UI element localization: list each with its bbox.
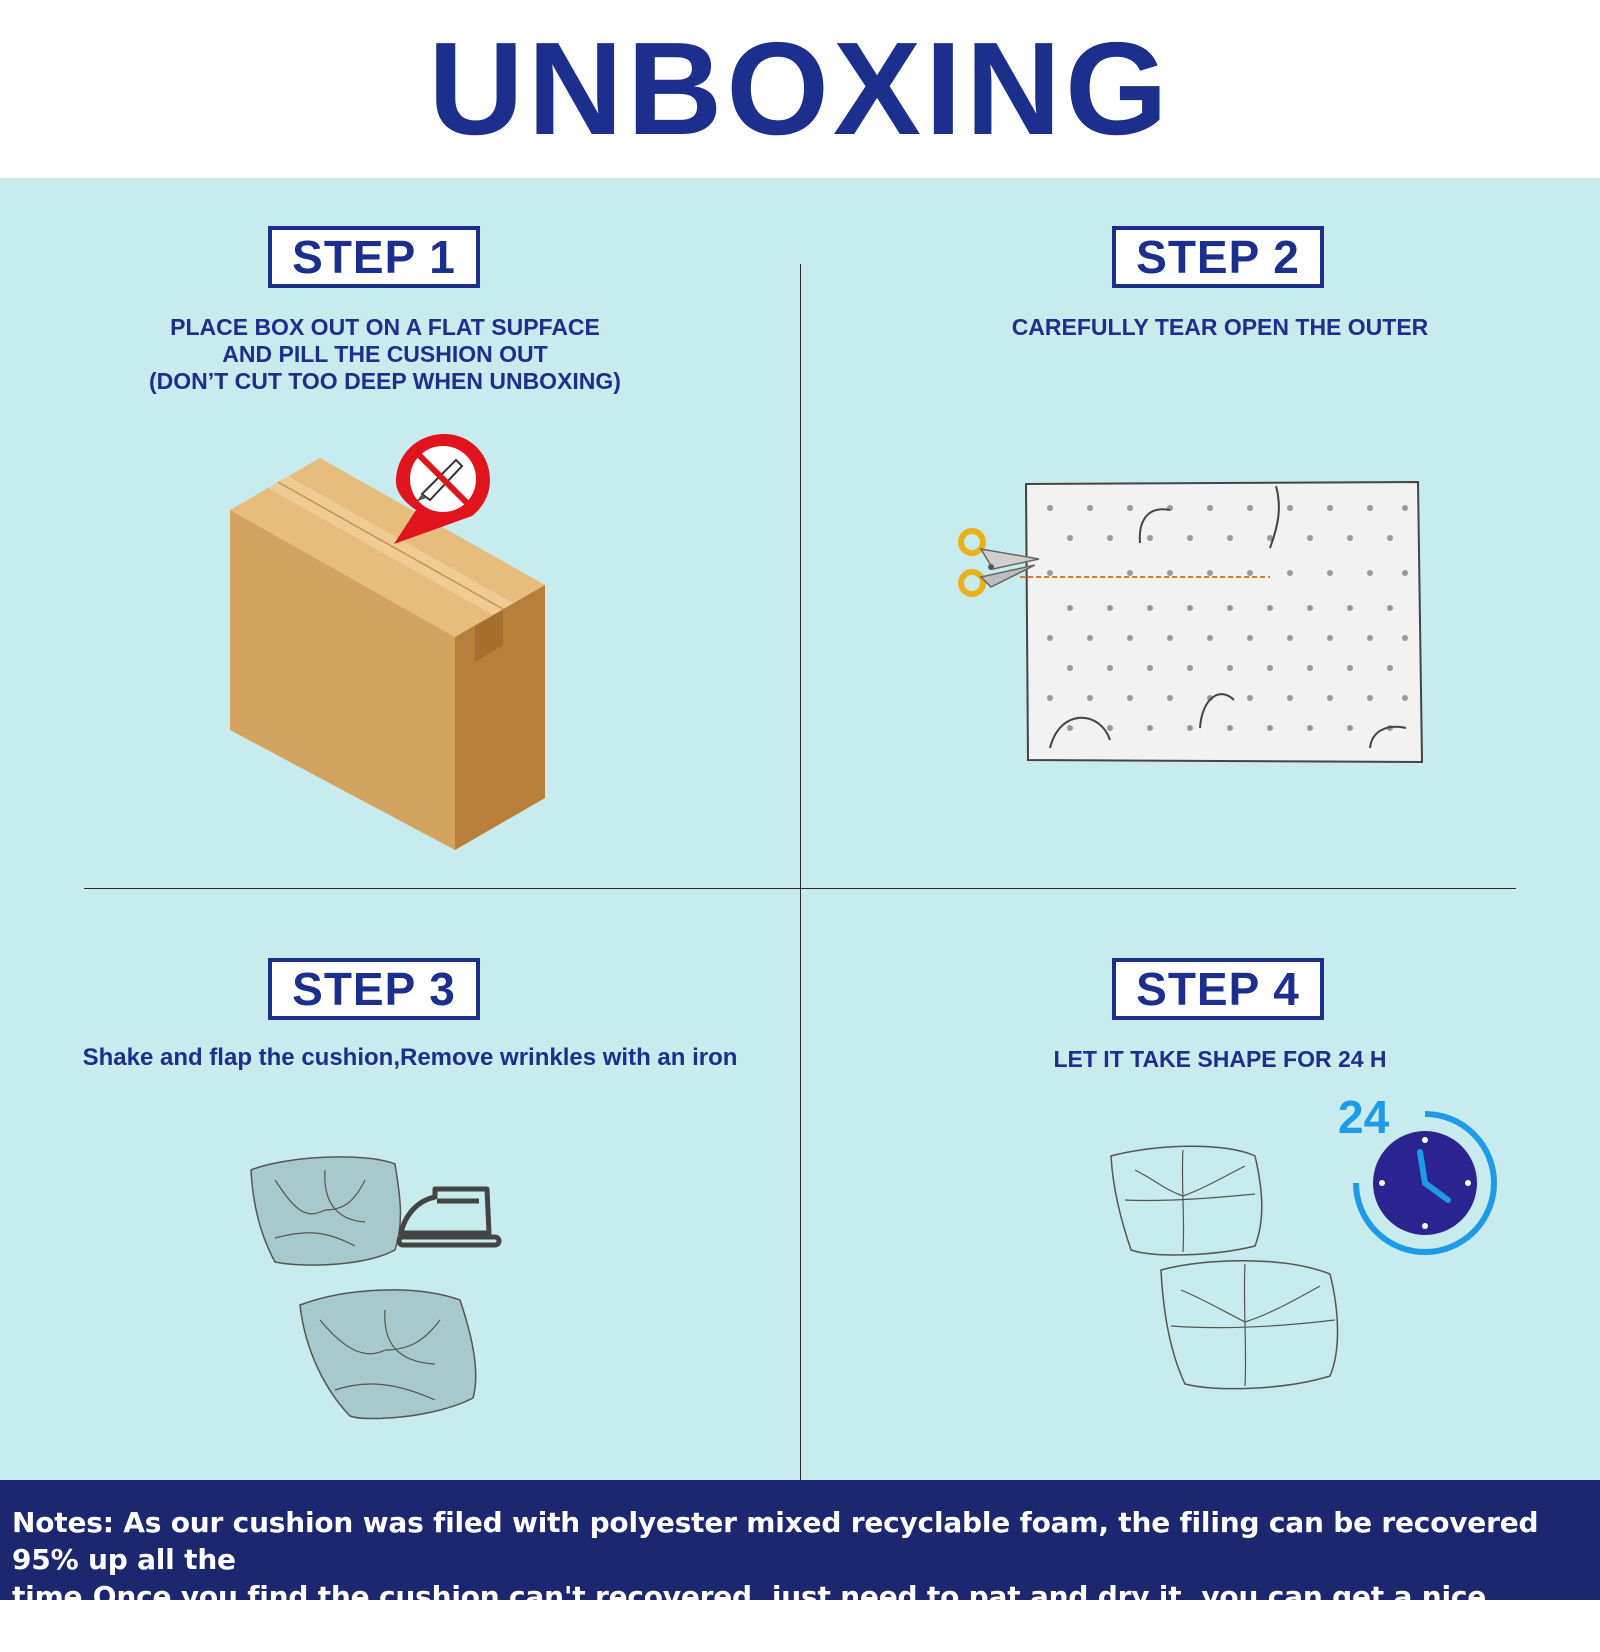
- step-1-description: PLACE BOX OUT ON A FLAT SUPFACE AND PILL…: [100, 314, 670, 395]
- page-title: UNBOXING: [428, 15, 1172, 162]
- cardboard-box-illustration: [230, 458, 545, 850]
- step-4-description: LET IT TAKE SHAPE FOR 24 H: [900, 1046, 1540, 1073]
- step-1-line-2: AND PILL THE CUSHION OUT: [222, 341, 548, 367]
- step-2-line-1: CAREFULLY TEAR OPEN THE OUTER: [1011, 314, 1429, 340]
- step-2-badge: STEP 2: [1112, 226, 1324, 288]
- step-3-label: STEP 3: [292, 963, 456, 1015]
- box-front: [230, 510, 455, 850]
- vertical-divider: [800, 264, 801, 1480]
- step-3-badge: STEP 3: [268, 958, 480, 1020]
- cushion-package-illustration: [1020, 480, 1424, 764]
- note-line-1: Notes: As our cushion was filed with pol…: [12, 1506, 1539, 1576]
- step-4-badge: STEP 4: [1112, 958, 1324, 1020]
- step-1-label: STEP 1: [292, 231, 456, 283]
- step-2-label: STEP 2: [1136, 231, 1300, 283]
- step-4-label: STEP 4: [1136, 963, 1300, 1015]
- iron-icon: [396, 1186, 502, 1248]
- step-2-description: CAREFULLY TEAR OPEN THE OUTER: [900, 314, 1540, 341]
- header: UNBOXING: [0, 0, 1600, 178]
- step-1-badge: STEP 1: [268, 226, 480, 288]
- box-tape-side: [475, 610, 503, 662]
- clock-icon: [1353, 1111, 1497, 1255]
- shaped-cushions-illustration: [1110, 1145, 1339, 1390]
- step-1-line-3: (DON’T CUT TOO DEEP WHEN UNBOXING): [149, 368, 621, 394]
- wrinkled-cushions-illustration: [250, 1156, 477, 1420]
- scissors-icon: [958, 528, 1040, 597]
- step-3-description: Shake and flap the cushion,Remove wrinkl…: [40, 1044, 780, 1071]
- clock-hours-label: 24: [1338, 1091, 1390, 1143]
- horizontal-divider: [84, 888, 1516, 889]
- step-4-line-1: LET IT TAKE SHAPE FOR 24 H: [1053, 1046, 1387, 1072]
- note-line-2: time.Once you find the cushion can't rec…: [12, 1580, 1487, 1650]
- step-1-line-1: PLACE BOX OUT ON A FLAT SUPFACE: [170, 314, 600, 340]
- no-knife-icon: [394, 434, 490, 544]
- step-3-line-1: Shake and flap the cushion,Remove wrinkl…: [82, 1044, 738, 1071]
- footer-notes: Notes: As our cushion was filed with pol…: [0, 1480, 1600, 1650]
